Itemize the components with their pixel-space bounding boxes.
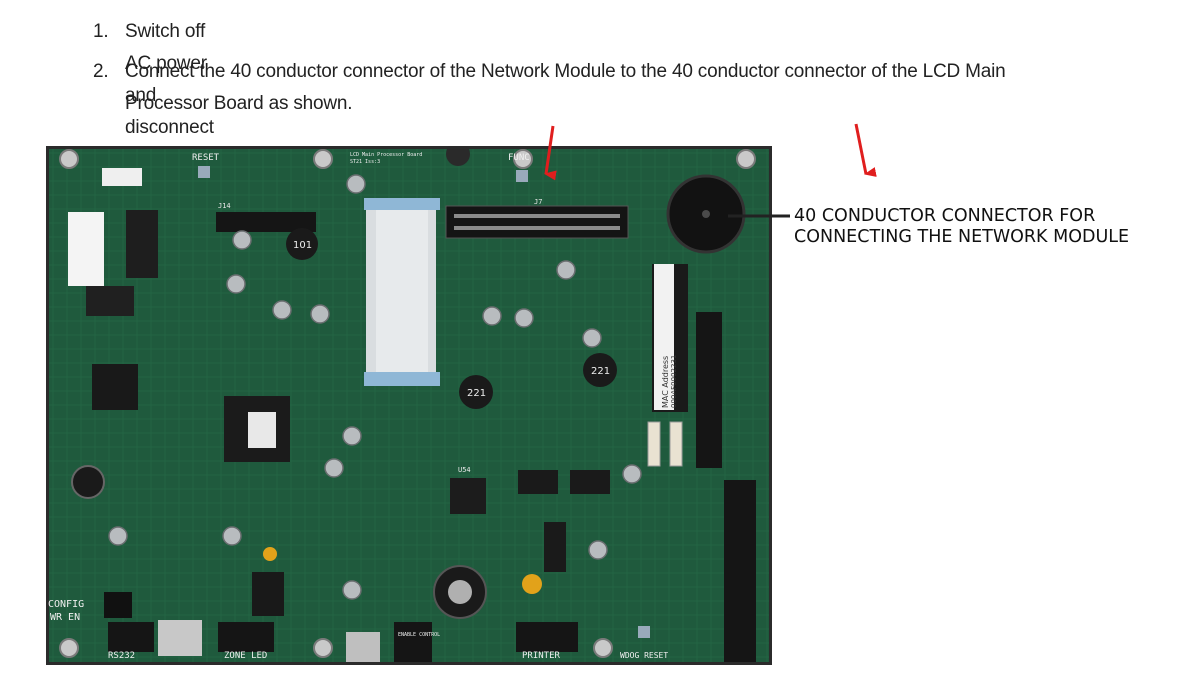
capacitors (108, 174, 642, 600)
j7-connector (445, 205, 629, 239)
enable-control-connector (394, 622, 432, 662)
zone-led-connector (218, 622, 274, 652)
ic-vertical (544, 522, 566, 572)
usb-connector (158, 620, 202, 656)
ic-row-a (518, 470, 558, 494)
callout-line-1: 40 CONDUCTOR CONNECTOR FOR (794, 206, 1096, 226)
svg-text:221: 221 (591, 366, 610, 377)
sd-card-slot (252, 572, 284, 616)
j14-label: J14 (218, 202, 231, 210)
wdog-reset-label: WDOG RESET (620, 651, 668, 660)
ic-row-b (570, 470, 610, 494)
power-connector (102, 168, 142, 186)
mac-sticker-id: 000AF0002231 (670, 355, 678, 408)
u54-chip (450, 478, 486, 514)
board-notch (446, 146, 470, 166)
lcd-main-processor-board-photo: J7 J14 MAC Address 000AF0002231 U54 101 … (46, 146, 772, 665)
u1-chip (92, 364, 138, 410)
coin-battery (71, 465, 105, 499)
callout-line-2: CONNECTING THE NETWORK MODULE (794, 227, 1130, 247)
func-label: FUNC (508, 153, 530, 163)
yellow-capacitor (522, 574, 542, 594)
config-switch (104, 592, 132, 618)
svg-text:221: 221 (467, 388, 486, 399)
step-text-line-1: Connect the 40 conductor connector of th… (125, 61, 1006, 82)
step-number: 1. (93, 21, 109, 42)
j14-header (216, 212, 316, 232)
mac-sticker (654, 264, 674, 410)
zone-led-label: ZONE LED (224, 651, 267, 661)
board-title: LCD Main Processor Board (350, 152, 422, 158)
usb-b-connector (346, 632, 380, 662)
mac-sticker-text: MAC Address (661, 356, 670, 408)
inductor-221-a (459, 375, 493, 409)
right-header-lower (724, 480, 756, 662)
svg-text:101: 101 (293, 240, 312, 251)
func-button (516, 170, 528, 182)
reset-button (198, 166, 210, 178)
red-arrow-module (854, 123, 877, 177)
inductor-221-b (583, 353, 617, 387)
memory-chip-b (126, 210, 158, 278)
rs232-connector (108, 622, 154, 652)
inductor-101 (286, 228, 318, 260)
memory-chip-a (86, 286, 134, 316)
connector-callout: 40 CONDUCTOR CONNECTOR FOR CONNECTING TH… (794, 206, 1129, 248)
printer-label: PRINTER (522, 651, 561, 661)
barcode-sticker (68, 212, 104, 286)
rs232-label: RS232 (108, 651, 135, 661)
step-text-line-2: Processor Board as shown. (125, 93, 353, 114)
printer-connector (516, 622, 578, 652)
config-label: CONFIG (48, 599, 84, 610)
enable-control-label: ENABLE CONTROL (398, 632, 440, 638)
fuse-resistors (647, 421, 683, 467)
right-header-upper (696, 312, 722, 468)
wdog-reset-button (638, 626, 650, 638)
j7-label: J7 (534, 198, 542, 206)
step-number: 2. (93, 61, 109, 82)
wr-en-label: WR EN (50, 612, 80, 623)
reset-label: RESET (192, 153, 220, 163)
u54-label: U54 (458, 466, 471, 474)
board-issue: ST21 Iss:3 (350, 159, 380, 165)
step-2: 2. Connect the 40 conductor connector of… (93, 56, 1173, 120)
